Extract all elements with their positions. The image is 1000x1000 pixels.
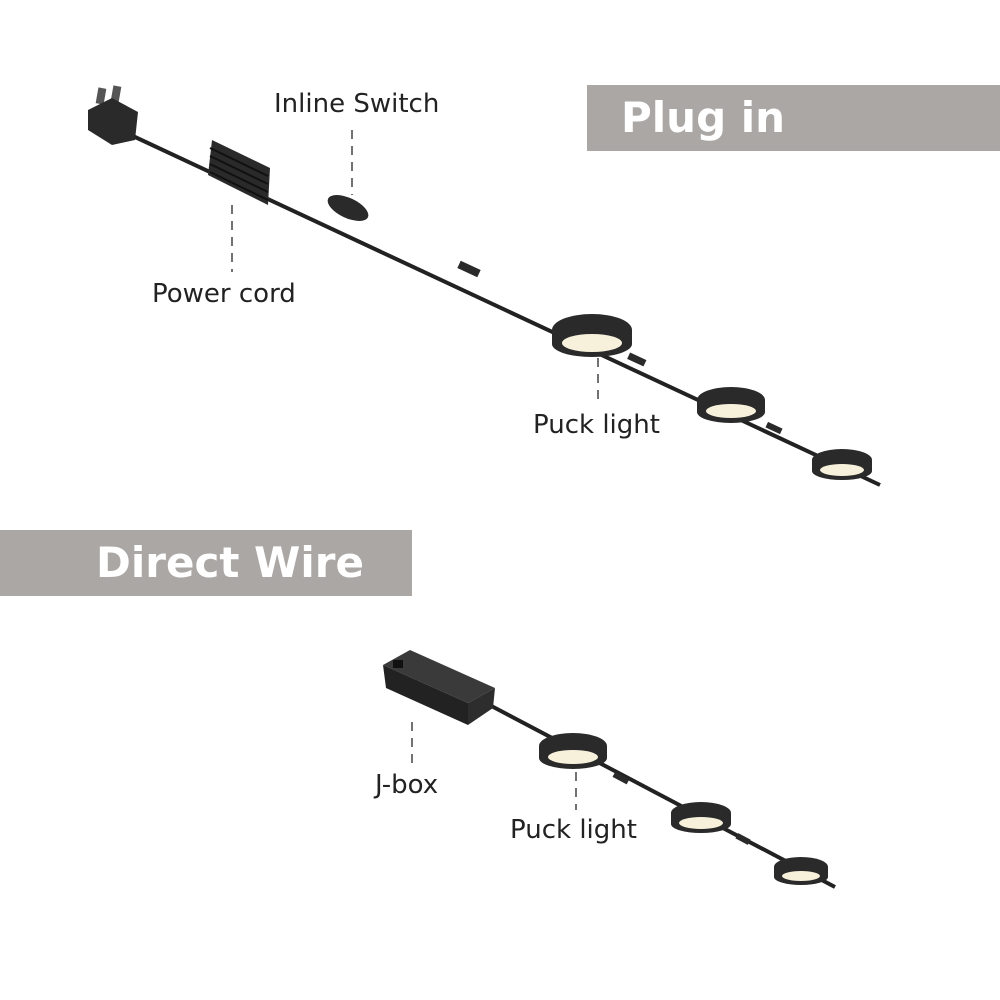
- puck-light-icon: [552, 314, 632, 357]
- j-box-icon: [383, 650, 495, 725]
- connector-icon: [457, 260, 481, 278]
- plug-icon: [88, 85, 138, 145]
- puck-light-icon: [539, 733, 607, 769]
- inline-switch-icon: [327, 195, 369, 221]
- puck-light-icon: [774, 857, 828, 885]
- puck-light-icon: [812, 449, 872, 480]
- j-box-label: J-box: [375, 770, 439, 800]
- leader-lines: [231, 130, 599, 810]
- power-cord-coil-icon: [208, 140, 270, 205]
- puck-light-icon: [697, 387, 765, 423]
- plug-in-banner: Plug in: [587, 85, 1000, 151]
- direct-wire-system: [383, 650, 836, 889]
- puck-light-label: Puck light: [533, 410, 660, 440]
- puck-light-icon: [671, 802, 731, 833]
- power-cord-label: Power cord: [152, 279, 296, 309]
- direct-wire-banner: Direct Wire: [0, 530, 412, 596]
- inline-switch-label: Inline Switch: [274, 89, 440, 119]
- puck-light-label-direct: Puck light: [510, 815, 637, 845]
- plug-in-system: [88, 85, 881, 487]
